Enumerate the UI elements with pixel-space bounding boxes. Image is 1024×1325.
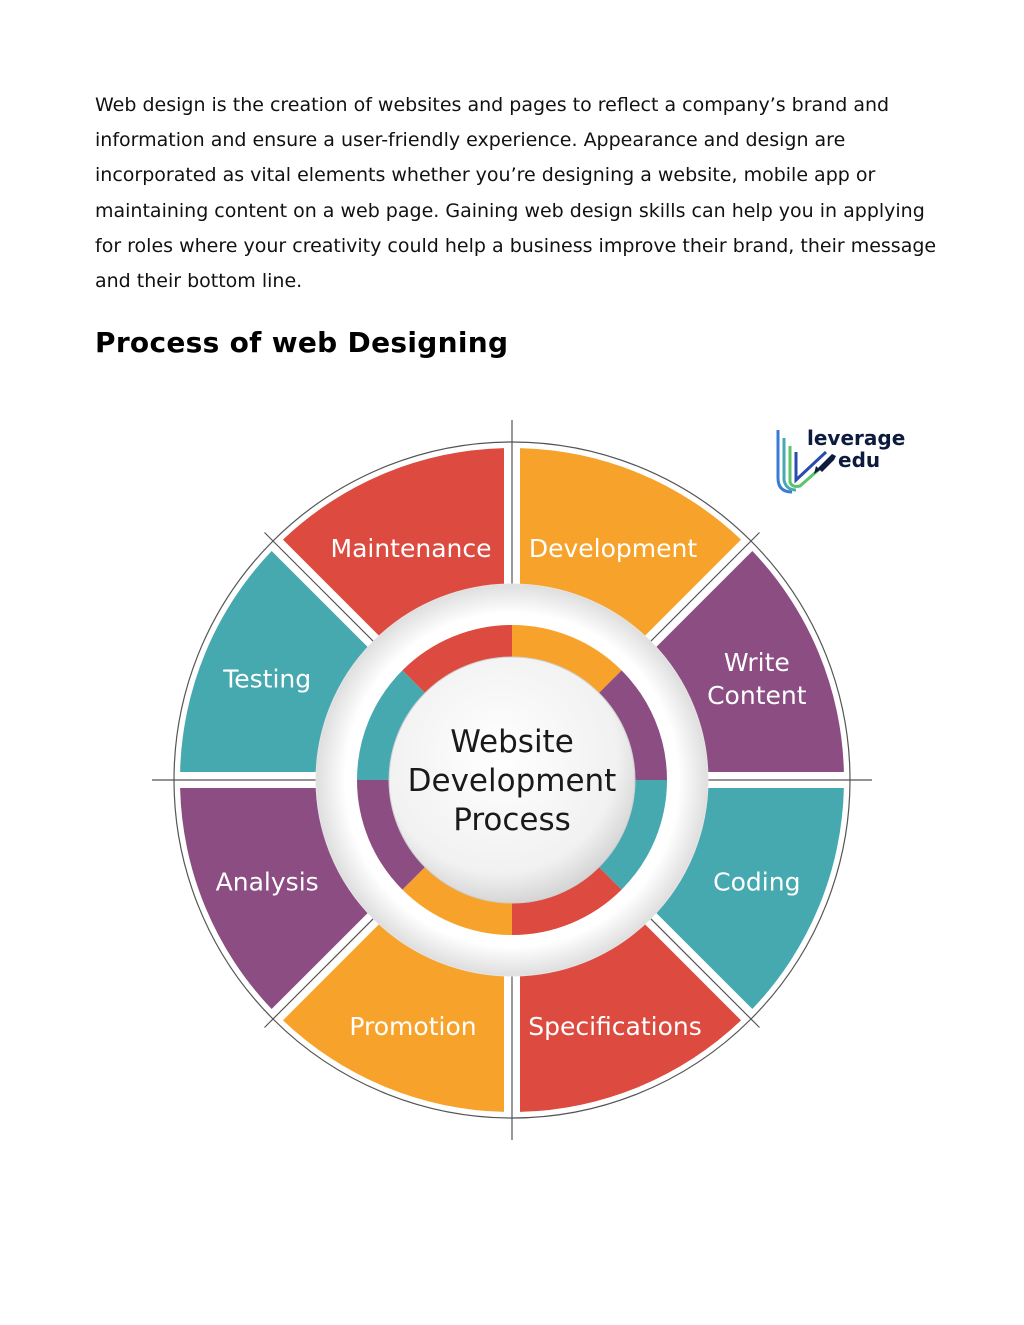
segment-label: Coding xyxy=(713,867,800,896)
rocket-icon xyxy=(814,454,836,474)
segment-label-line: Content xyxy=(707,681,807,710)
center-label-line: Development xyxy=(408,763,617,799)
segment-label-line: Specifications xyxy=(528,1012,702,1041)
inner-segment xyxy=(595,670,667,780)
segment-label-line: Maintenance xyxy=(331,534,492,563)
inner-segment xyxy=(402,625,512,697)
segment-label: Specifications xyxy=(528,1012,702,1041)
inner-segment xyxy=(402,863,512,935)
segment-label-line: Write xyxy=(724,648,790,677)
segment-label: Promotion xyxy=(349,1012,476,1041)
segment-label-line: Promotion xyxy=(349,1012,476,1041)
logo-text-leverage: leverage xyxy=(807,426,905,450)
inner-segment xyxy=(595,780,667,890)
segment-label: Testing xyxy=(222,665,311,694)
leverage-edu-logo: leverage edu xyxy=(776,426,905,494)
intro-paragraph: Web design is the creation of websites a… xyxy=(95,94,937,293)
inner-segment xyxy=(357,670,429,780)
segment-label-line: Development xyxy=(529,534,697,563)
segment-label: Analysis xyxy=(216,867,319,896)
inner-segment xyxy=(357,780,429,890)
center-label-line: Process xyxy=(453,802,571,838)
section-heading: Process of web Designing xyxy=(95,326,509,359)
inner-segment xyxy=(512,625,622,697)
segment-label-line: Coding xyxy=(713,867,800,896)
segment-label: Maintenance xyxy=(331,534,492,563)
center-hub xyxy=(388,656,636,904)
center-label-line: Website xyxy=(450,724,574,760)
inner-segment xyxy=(512,863,622,935)
logo-mark-icon xyxy=(776,430,833,494)
inner-ring-segments xyxy=(357,625,667,935)
segment-label-line: Testing xyxy=(222,665,311,694)
segment-label-line: Analysis xyxy=(216,867,319,896)
segment-label: Development xyxy=(529,534,697,563)
logo-text-edu: edu xyxy=(838,448,880,472)
